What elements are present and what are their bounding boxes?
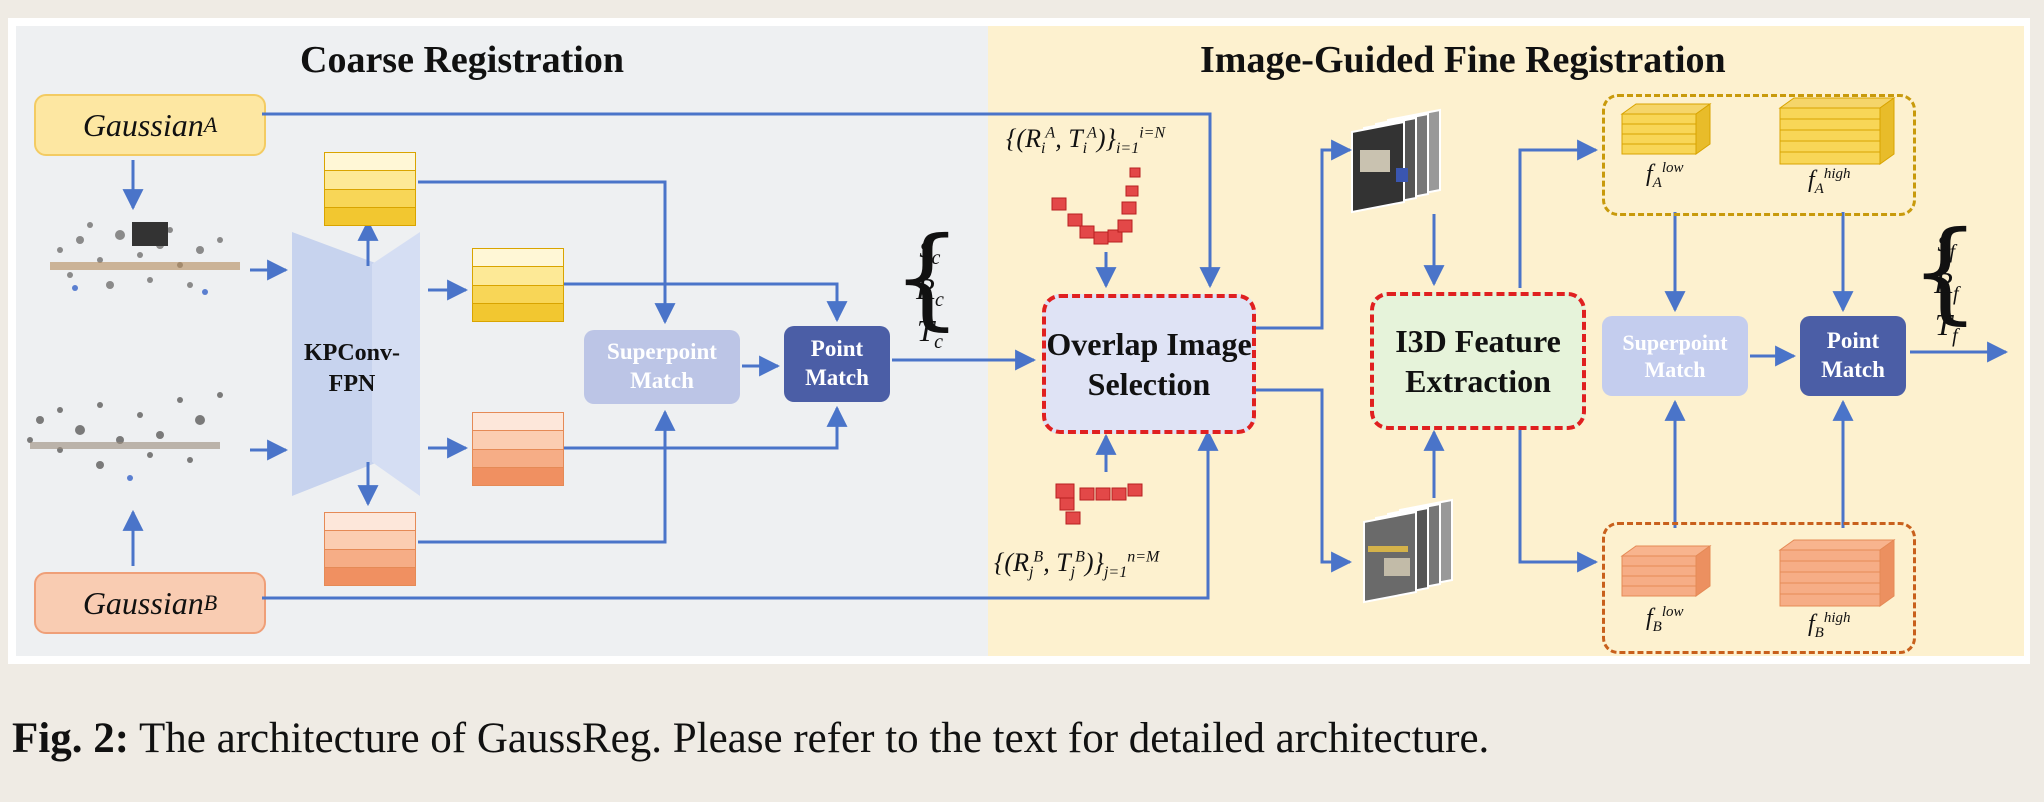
camera-trajectory-a bbox=[1051, 167, 1141, 245]
coarse-title: Coarse Registration bbox=[300, 39, 624, 81]
fine-output-t-sub: f bbox=[1952, 325, 1958, 348]
image-stack-a bbox=[1351, 108, 1441, 214]
pose-set-a: {(RiA, TiA)}i=1i=N bbox=[1006, 124, 1166, 158]
feature-a-low bbox=[1620, 103, 1712, 155]
fine-output-s: s bbox=[1937, 223, 1950, 258]
label-f-a-low: fAlow bbox=[1646, 160, 1684, 191]
figure-caption: Fig. 2: The architecture of GaussReg. Pl… bbox=[12, 714, 1489, 763]
superpoint-match-coarse: Superpoint Match bbox=[584, 330, 740, 404]
coarse-output-t-sub: c bbox=[934, 331, 943, 354]
label-f-a-high: fAhigh bbox=[1808, 166, 1851, 197]
fine-output-r: R bbox=[1934, 265, 1953, 301]
gaussian-a-sub: A bbox=[203, 112, 218, 137]
coarse-output-r: R bbox=[916, 271, 935, 307]
point-match-coarse: Point Match bbox=[784, 326, 890, 402]
feature-b-low bbox=[1620, 545, 1712, 597]
point-cloud-b bbox=[27, 392, 223, 481]
feature-a-high bbox=[1778, 97, 1896, 165]
overlap-image-selection: Overlap Image Selection bbox=[1042, 294, 1256, 434]
superpoint-match-fine: Superpoint Match bbox=[1602, 316, 1748, 396]
feature-group-a bbox=[1602, 94, 1916, 216]
arrows bbox=[122, 112, 2009, 600]
fine-title: Image-Guided Fine Registration bbox=[1200, 39, 1726, 81]
coarse-output-brace: { bbox=[892, 213, 962, 341]
coarse-output-s: s bbox=[919, 229, 932, 264]
feature-group-b bbox=[1602, 522, 1916, 654]
camera-trajectory-b bbox=[1055, 483, 1143, 525]
feature-map-a-fine bbox=[472, 248, 564, 322]
coarse-output-s-sub: c bbox=[931, 247, 941, 270]
pose-set-b: {(RjB, TjB)}j=1n=M bbox=[994, 548, 1160, 582]
fine-output-s-sub: f bbox=[1949, 241, 1956, 264]
fine-output-t: T bbox=[1934, 307, 1953, 343]
kpconv-fpn-backbone bbox=[292, 232, 420, 496]
gaussian-a-label: Gaussian bbox=[82, 106, 204, 143]
coarse-outputs: sc Rc Tc bbox=[916, 228, 944, 355]
feature-map-b-coarse bbox=[324, 512, 416, 586]
fine-output-r-sub: f bbox=[1952, 283, 1959, 306]
point-cloud-a bbox=[50, 222, 240, 295]
label-f-b-low: fBlow bbox=[1646, 604, 1684, 635]
i3d-feature-extraction: I3D Feature Extraction bbox=[1370, 292, 1586, 430]
fine-outputs: sf Rf Tf bbox=[1934, 222, 1959, 349]
kpconv-fpn-label: KPConv-FPN bbox=[304, 340, 400, 398]
gaussian-b-label: Gaussian bbox=[82, 584, 204, 621]
image-stack-b bbox=[1363, 498, 1453, 604]
coarse-output-r-sub: c bbox=[934, 289, 944, 312]
feature-map-b-fine bbox=[472, 412, 564, 486]
feature-map-a-coarse bbox=[324, 152, 416, 226]
coarse-output-t: T bbox=[916, 313, 935, 349]
label-f-b-high: fBhigh bbox=[1808, 610, 1851, 641]
caption-text: The architecture of GaussReg. Please ref… bbox=[129, 715, 1490, 762]
feature-b-high bbox=[1778, 539, 1896, 607]
fine-output-brace: { bbox=[1910, 207, 1980, 335]
caption-label: Fig. 2: bbox=[12, 715, 130, 762]
gaussian-b-sub: B bbox=[203, 590, 218, 615]
point-match-fine: Point Match bbox=[1800, 316, 1906, 396]
